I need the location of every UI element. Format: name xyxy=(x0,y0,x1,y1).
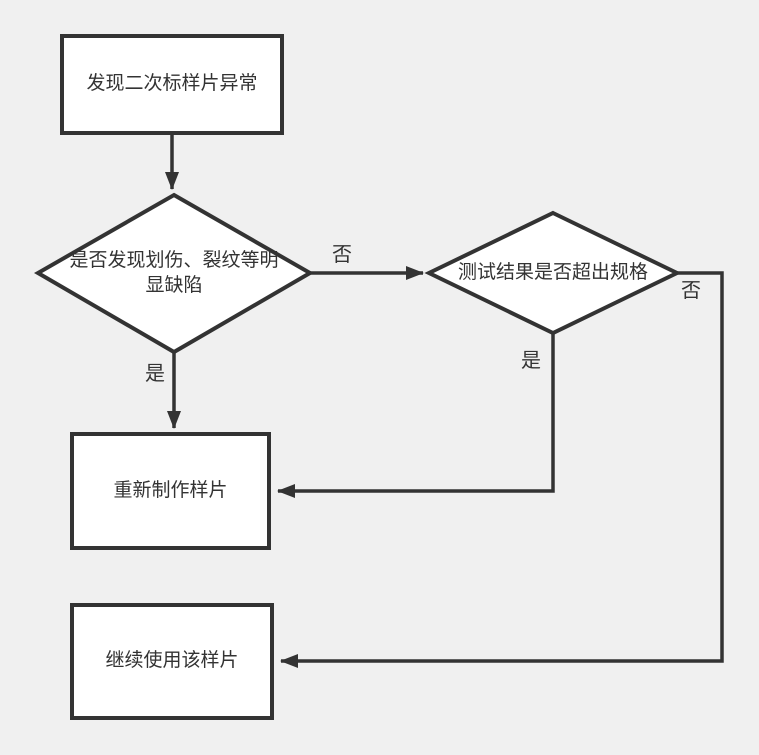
node-defect-check-shape xyxy=(33,192,315,355)
node-continue-use-shape xyxy=(70,603,274,720)
node-start-shape xyxy=(60,34,284,135)
edge-spec-check-no-to-continue-use xyxy=(280,271,724,668)
edge-spec-check-yes-to-remake xyxy=(277,333,555,498)
node-remake-shape xyxy=(70,432,271,550)
node-spec-check-shape xyxy=(424,210,682,336)
